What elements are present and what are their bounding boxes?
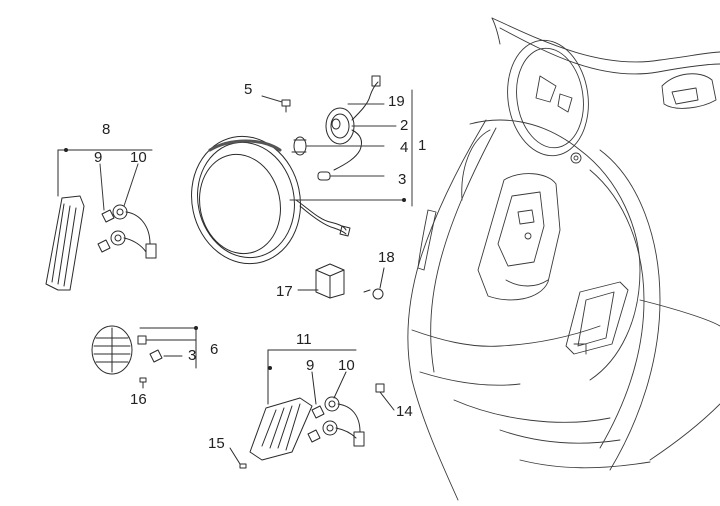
turn-signal-left <box>45 149 153 291</box>
tail-light-bulbs <box>137 327 197 369</box>
callout-5: 5 <box>244 81 253 98</box>
callout-19: 19 <box>388 93 405 110</box>
callout-4: 4 <box>400 139 409 156</box>
callout-1: 1 <box>418 137 427 154</box>
callout-3-bottom: 3 <box>188 347 197 364</box>
callout-9-left: 9 <box>94 149 103 166</box>
scooter-front-shield <box>407 17 720 501</box>
callout-10-right: 10 <box>338 357 355 374</box>
callout-18: 18 <box>378 249 395 266</box>
bulbs-9-right <box>307 405 325 443</box>
callout-2: 2 <box>400 117 409 134</box>
headlight-wire-harness <box>333 75 381 171</box>
callout-9-right: 9 <box>306 357 315 374</box>
callout-14: 14 <box>396 403 413 420</box>
callout-16: 16 <box>130 391 147 408</box>
clip-14 <box>375 383 395 411</box>
screw-16 <box>139 377 147 389</box>
turn-signal-right <box>249 349 357 461</box>
callout-8: 8 <box>102 121 111 138</box>
callout-3-top: 3 <box>398 171 407 188</box>
callout-leaders-left <box>99 163 139 211</box>
tail-light <box>91 325 133 375</box>
bulbs-9-left <box>97 209 115 253</box>
callout-6: 6 <box>210 341 219 358</box>
bulb-holders-10-right <box>311 371 365 447</box>
bulb-holder-cap <box>325 107 355 145</box>
screw-18 <box>363 267 385 300</box>
callout-17: 17 <box>276 283 293 300</box>
screw-5 <box>281 99 291 113</box>
horn-part-17 <box>297 263 345 299</box>
callout-leaders-right <box>261 89 413 207</box>
screw-15 <box>229 447 247 469</box>
headlight-assembly <box>191 135 351 265</box>
callout-15: 15 <box>208 435 225 452</box>
bulb-holders-10-left <box>110 204 157 259</box>
callout-11: 11 <box>296 331 312 348</box>
callout-10-left: 10 <box>130 149 147 166</box>
